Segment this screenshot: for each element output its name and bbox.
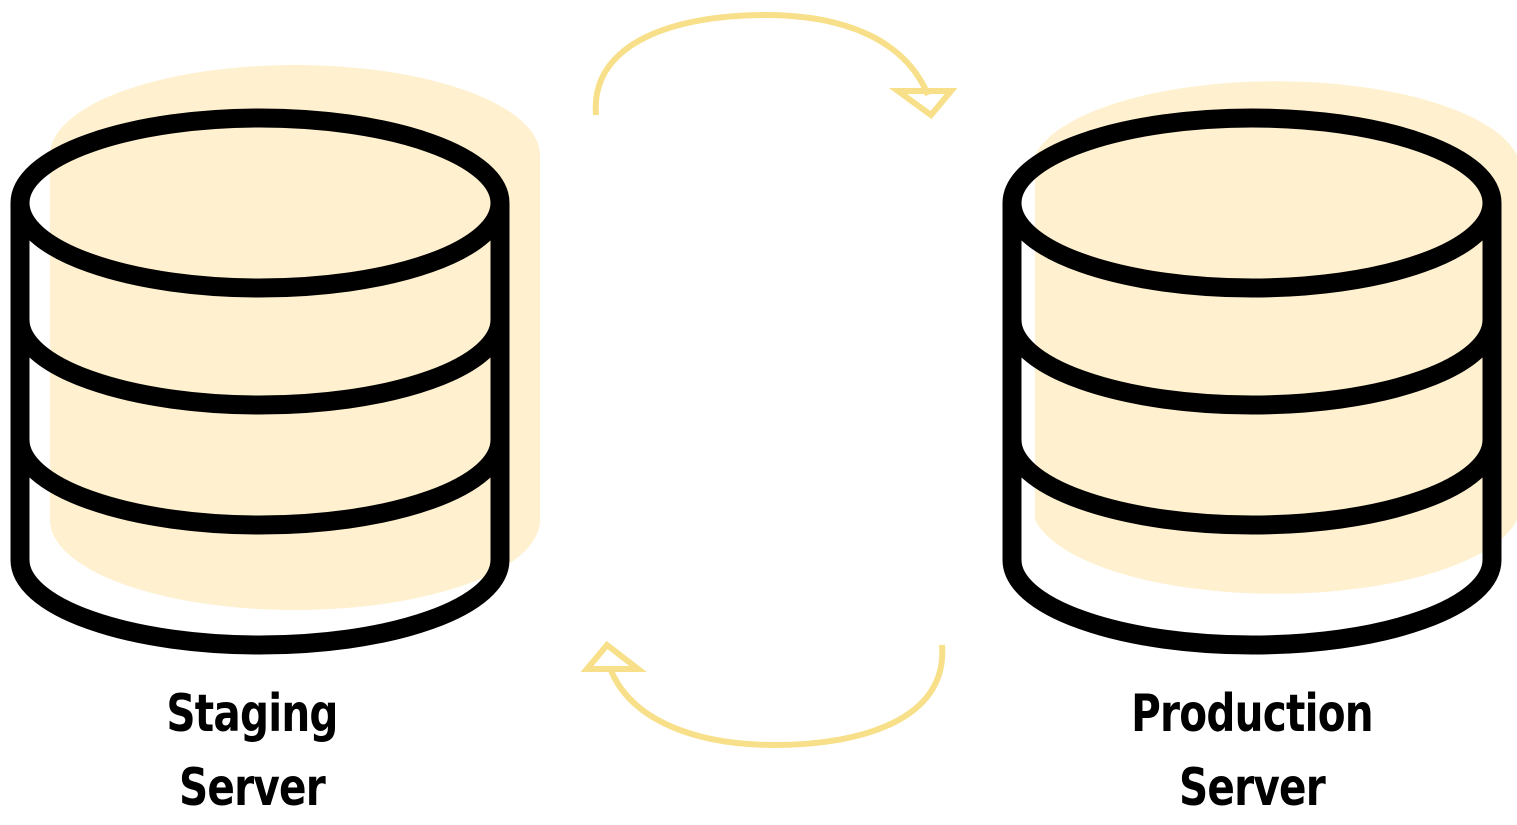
staging-database-icon [10,65,540,655]
production-database-band-1 [1002,319,1502,415]
staging-database-band-2 [10,439,510,535]
sync-arrow-to-staging [580,640,946,749]
staging-database-band-1 [10,319,510,415]
staging-database-body [10,203,510,655]
arrow-curve-bottom [607,644,946,749]
staging-server-label: Staging Server [96,677,408,825]
staging-highlight [50,65,540,610]
production-database-body [1002,203,1502,655]
arrowhead-top-icon [888,88,958,120]
arrow-curve-top [592,11,931,116]
sync-arrow-to-production [592,11,958,120]
production-label-line2: Server [1178,758,1326,818]
staging-label-line2: Server [178,758,326,818]
production-server-label: Production Server [1096,677,1408,825]
production-highlight [1035,81,1517,594]
production-database-icon [1002,81,1517,655]
production-database-band-2 [1002,439,1502,535]
staging-label-line1: Staging [166,684,338,744]
arrowhead-bottom-icon [580,640,647,672]
production-label-line1: Production [1131,684,1374,744]
